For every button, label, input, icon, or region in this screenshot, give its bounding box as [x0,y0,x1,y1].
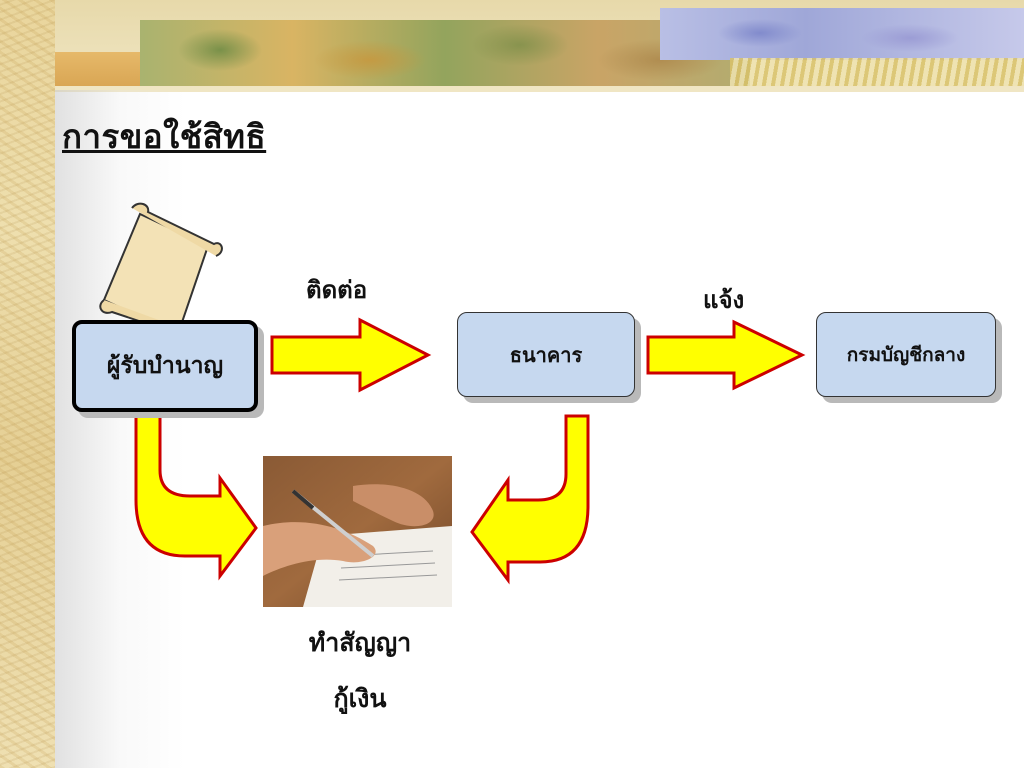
caption-line-2: กู้เงิน [333,684,387,713]
caption-line-1: ทำสัญญา [308,628,412,657]
node-bank: ธนาคาร [457,312,635,397]
leaves-banner-image [140,20,750,86]
arrow-recipient-to-bank [270,317,432,393]
edge-label-contact: ติดต่อ [306,275,368,304]
edge-label-notify: แจ้ง [703,285,745,314]
page-title: การขอใช้สิทธิ [62,117,267,156]
node-comptroller-general: กรมบัญชีกลาง [816,312,996,397]
node-pension-recipient: ผู้รับบำนาญ [72,320,258,412]
arrow-bank-to-contract [470,414,590,585]
flowers-banner-image [660,8,1024,60]
signing-contract-image [263,456,452,607]
parchment-left-strip [0,0,55,768]
contract-caption: ทำสัญญา กู้เงิน [270,615,450,727]
top-gold-strip [35,52,155,86]
left-shadow-fade [55,90,185,768]
arrow-recipient-to-contract [134,414,258,581]
grass-banner-image [730,58,1024,86]
arrow-bank-to-comptroller [646,319,806,391]
